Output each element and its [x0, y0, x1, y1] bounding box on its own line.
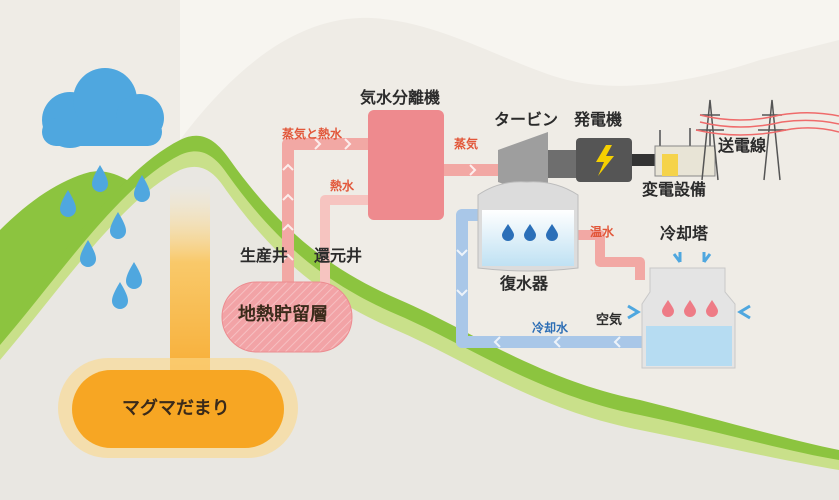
condenser-label: 復水器	[500, 274, 549, 293]
cooling-water-label: 冷却水	[532, 321, 569, 335]
cooling-tower	[627, 252, 751, 369]
cooling-pipe-chevrons	[456, 249, 621, 348]
warm-water-label: 温水	[590, 225, 615, 239]
cloud-background	[180, 0, 839, 140]
condenser	[477, 181, 579, 272]
power-lines	[695, 112, 839, 136]
raindrops	[60, 165, 150, 309]
generator-shaft	[632, 154, 658, 166]
reinjection-well-label: 還元井	[314, 246, 363, 265]
transmission-line-label: 送電線	[718, 136, 767, 155]
generator-label: 発電機	[574, 110, 623, 129]
production-well-label: 生産井	[240, 246, 289, 265]
geothermal-reservoir-label: 地熱貯留層	[238, 304, 328, 325]
transmission-towers	[696, 99, 786, 181]
magma-chamber-label: マグマだまり	[122, 398, 230, 419]
geothermal-reservoir-shape	[221, 281, 353, 353]
hot-water-label: 熱水	[330, 179, 355, 193]
cooling-tower-label: 冷却塔	[660, 224, 709, 243]
steam-label: 蒸気	[454, 137, 479, 151]
separator-vessel	[368, 110, 444, 220]
steam-pipes	[282, 138, 645, 290]
steam-pipe-chevrons	[282, 138, 477, 261]
magma-chamber	[72, 370, 284, 448]
air-label: 空気	[596, 313, 623, 328]
separator-label: 気水分離機	[360, 88, 441, 107]
steam-and-hot-water-label: 蒸気と熱水	[282, 127, 343, 141]
rain-cloud	[42, 68, 164, 148]
substation-label: 変電設備	[642, 180, 707, 199]
turbine-label: タービン	[494, 110, 559, 129]
turbine-shaft	[548, 150, 576, 178]
lightning-icon	[596, 145, 614, 176]
